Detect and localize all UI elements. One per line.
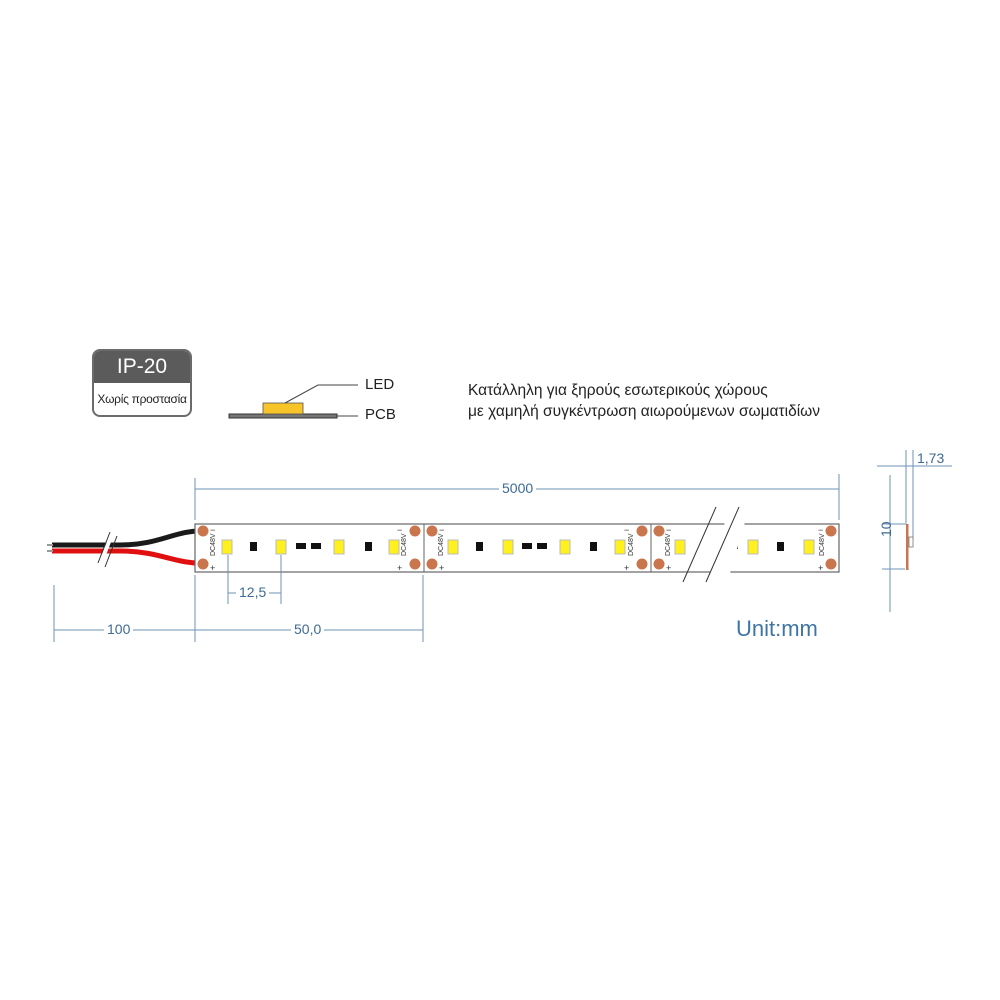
svg-text:−: − <box>397 525 402 535</box>
description-line-2: με χαμηλή συγκέντρωση αιωρούμενων σωματι… <box>468 403 821 420</box>
svg-text:−: − <box>624 525 629 535</box>
svg-text:−: − <box>666 525 671 535</box>
led-strip: DC48V DC48V DC48V DC48V DC48V DC48V − + −… <box>194 505 840 583</box>
svg-text:−: − <box>818 525 823 535</box>
svg-text:+: + <box>397 563 402 573</box>
description-line-1: Κατάλληλη για ξηρούς εσωτερικούς χώρους <box>468 382 768 399</box>
svg-text:−: − <box>210 525 215 535</box>
svg-text:+: + <box>666 563 671 573</box>
svg-text:DC48V: DC48V <box>210 533 217 556</box>
lead-wires <box>47 528 204 568</box>
ip-rating-badge: IP-20 Χωρίς προστασία <box>92 349 192 417</box>
usage-description: Κατάλληλη για ξηρούς εσωτερικούς χώρους … <box>468 380 820 422</box>
svg-text:DC48V: DC48V <box>438 533 445 556</box>
svg-text:DC48V: DC48V <box>665 533 672 556</box>
unit-label: Unit:mm <box>736 616 818 641</box>
dim-total-length: 5000 <box>499 480 537 496</box>
dim-led-pitch: 12,5 <box>236 584 270 600</box>
pcb-layer-label: PCB <box>365 406 396 423</box>
dim-cut-segment: 50,0 <box>291 621 325 637</box>
dim-thickness: 1,73 <box>917 450 945 466</box>
svg-text:+: + <box>624 563 629 573</box>
svg-text:DC48V: DC48V <box>628 533 635 556</box>
ip-rating: IP-20 <box>94 351 190 383</box>
svg-text:+: + <box>818 563 823 573</box>
svg-text:−: − <box>439 525 444 535</box>
led-layer-label: LED <box>365 376 395 393</box>
cross-section-icon <box>228 384 358 419</box>
svg-text:DC48V: DC48V <box>819 533 826 556</box>
dim-width: 10 <box>878 521 894 537</box>
dim-lead-wire: 100 <box>104 621 134 637</box>
svg-text:+: + <box>439 563 444 573</box>
protection-label: Χωρίς προστασία <box>97 392 187 406</box>
strip-profile <box>906 524 909 570</box>
svg-text:DC48V: DC48V <box>401 533 408 556</box>
svg-text:+: + <box>210 563 215 573</box>
